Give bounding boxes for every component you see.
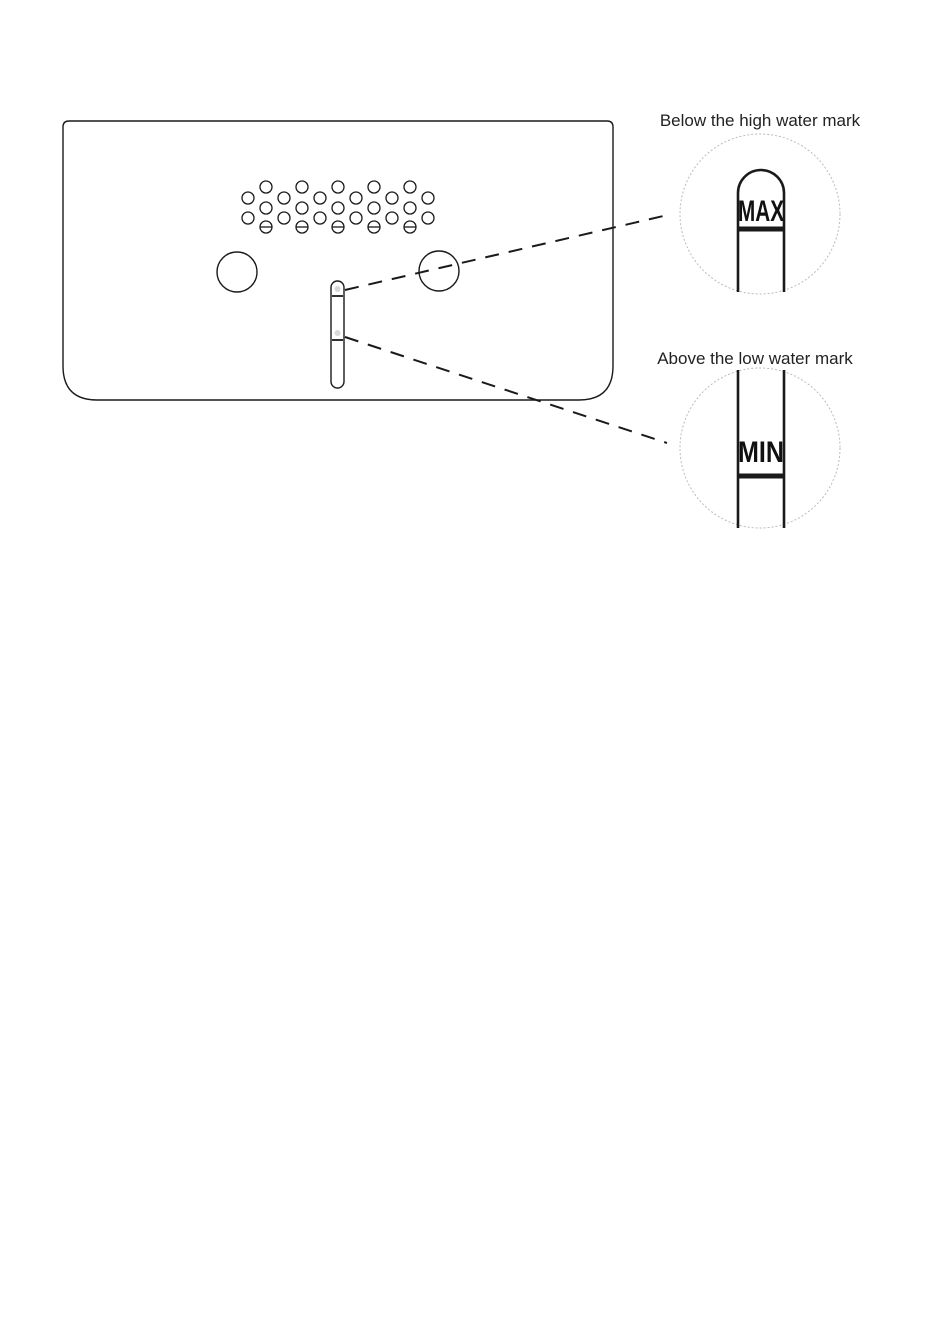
max-mark-label: MAX (738, 195, 784, 228)
vent-hole (242, 212, 254, 224)
vent-hole (260, 181, 272, 193)
vent-hole (278, 212, 290, 224)
vent-hole (260, 202, 272, 214)
vent-hole (332, 181, 344, 193)
water-level-window (331, 281, 344, 388)
vent-hole (296, 181, 308, 193)
vent-hole (242, 192, 254, 204)
vent-hole (404, 202, 416, 214)
vent-hole (332, 202, 344, 214)
vent-hole (404, 181, 416, 193)
vent-hole (314, 192, 326, 204)
vent-hole (368, 181, 380, 193)
vent-hole (368, 202, 380, 214)
vent-hole (296, 202, 308, 214)
vent-hole-grid (242, 181, 434, 233)
low-mark-leader-line (345, 337, 667, 443)
high-mark-leader-line (345, 214, 672, 290)
low-mark-zoom-callout: MIN Above the low water mark (657, 349, 853, 528)
vent-hole (350, 192, 362, 204)
vent-hole (386, 192, 398, 204)
high-mark-caption: Below the high water mark (660, 111, 861, 130)
vent-hole (422, 212, 434, 224)
tank-body-outline (63, 121, 613, 400)
vent-hole (386, 212, 398, 224)
low-mark-caption: Above the low water mark (657, 349, 853, 368)
vent-hole (422, 192, 434, 204)
vent-hole (314, 212, 326, 224)
vent-hole (278, 192, 290, 204)
min-mark-label: MIN (738, 436, 784, 469)
vent-hole (350, 212, 362, 224)
left-knob (217, 252, 257, 292)
high-mark-zoom-callout: MAX Below the high water mark (660, 111, 861, 294)
